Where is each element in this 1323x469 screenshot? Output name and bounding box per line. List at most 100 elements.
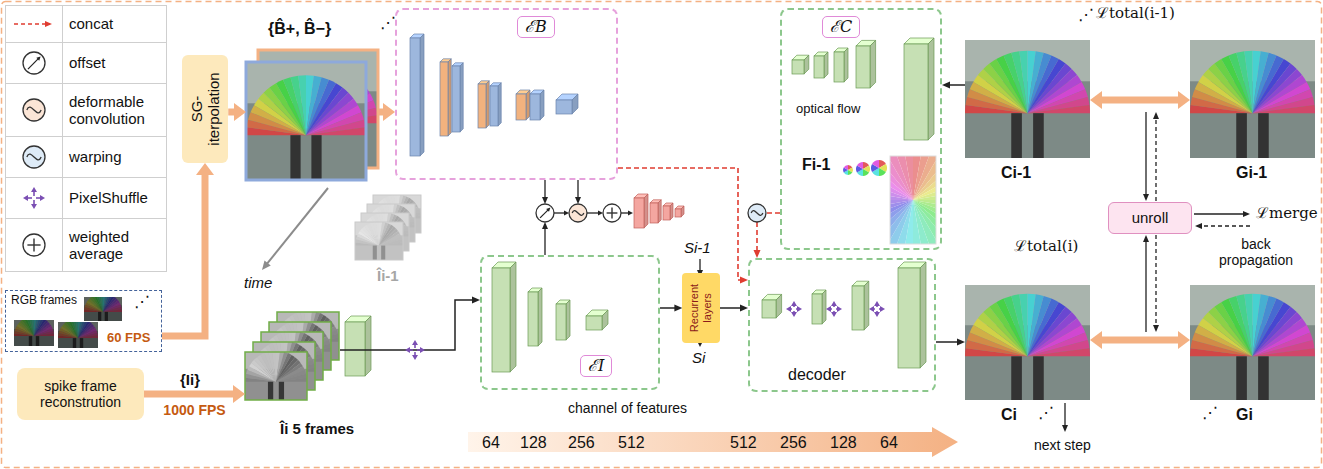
arrowhead: [1178, 91, 1190, 109]
feature-block-front: [490, 86, 498, 126]
connector: [340, 297, 480, 351]
arrowhead: [1153, 112, 1159, 119]
person-leg: [1011, 356, 1022, 400]
person-leg: [1258, 356, 1269, 400]
umbrella-panel: [1236, 51, 1252, 113]
flow-icon: [848, 170, 852, 175]
feature-block-side: [776, 294, 782, 318]
flow-frame: [890, 156, 936, 244]
umbrella-panel: [96, 297, 103, 312]
legend-divider: [62, 219, 63, 271]
arrowhead: [874, 312, 880, 317]
feature-block-side: [526, 90, 530, 120]
flow-icon: [872, 160, 879, 168]
legend-text: concat: [69, 15, 162, 32]
arrowhead: [1178, 331, 1190, 349]
umbrella-panel: [1253, 340, 1315, 356]
umbrella-panel: [78, 330, 97, 338]
feature-block-side: [486, 81, 489, 128]
feature-block: [792, 55, 809, 74]
feature-block-front: [528, 292, 538, 346]
person-leg: [279, 382, 284, 400]
node-label: Recurrent layers: [688, 279, 713, 337]
umbrella-panel: [306, 127, 366, 135]
state-label: Si-1: [684, 239, 711, 256]
node-label: Îi-1: [377, 267, 399, 284]
connector: [720, 305, 748, 312]
connector: [1090, 331, 1190, 349]
legend-sample: [6, 178, 62, 218]
legend-text: PixelShuffle: [69, 189, 162, 206]
person-leg: [105, 312, 108, 321]
arrow-line: [621, 212, 629, 213]
wavg-symbol: [23, 234, 45, 256]
person-leg: [1258, 113, 1269, 158]
connector-line: [720, 307, 742, 309]
umbrella-panel: [34, 331, 54, 336]
person-leg: [268, 382, 273, 400]
arrow-line: [540, 210, 548, 218]
flow-icon: [863, 169, 869, 176]
arrowhead: [791, 312, 797, 317]
arrowhead: [405, 347, 410, 353]
node-label: unroll: [1132, 209, 1169, 226]
person-leg: [36, 336, 39, 346]
feature-block-front: [440, 62, 448, 136]
photo-ground: [246, 62, 366, 180]
arrowhead: [472, 297, 480, 304]
arrow-line: [1155, 118, 1156, 201]
image: Ci-1: [965, 40, 1090, 158]
feature-block-side: [644, 194, 648, 228]
warp-symbol: [23, 146, 45, 168]
feature-block-side: [460, 63, 463, 132]
arrowhead: [31, 204, 37, 209]
feature-block: [650, 200, 661, 223]
feature-block: [675, 206, 684, 217]
feature-block-side: [510, 262, 516, 372]
feature-block: [556, 94, 578, 114]
umbrella-panel: [78, 333, 98, 338]
photo-ground: [965, 285, 1090, 400]
arrowhead: [791, 301, 797, 306]
arrowhead: [786, 306, 791, 312]
umbrella-panel: [1011, 294, 1027, 356]
arrowhead: [546, 208, 550, 212]
legend-sample: [6, 6, 62, 42]
image: Gi-1: [1190, 40, 1315, 158]
umbrella-panel: [1253, 105, 1316, 113]
photo-ground: [1190, 285, 1315, 400]
loss-label: ℒtotal(i): [1014, 238, 1078, 255]
feature-block-side: [681, 206, 684, 217]
arrow-line: [544, 180, 545, 198]
plus-bar: [33, 238, 34, 251]
umbrella-panel: [34, 328, 53, 336]
legend-sample: [6, 219, 62, 271]
umbrella-panel: [1028, 97, 1090, 113]
feature-block: [556, 300, 570, 340]
person-leg: [1033, 113, 1044, 158]
legend-row: offset: [6, 42, 166, 83]
arrow-line: [587, 212, 599, 213]
node-label: Ci: [1001, 406, 1017, 424]
feature-block-front: [556, 100, 572, 114]
legend-row: warping: [6, 136, 166, 177]
flow-icon: [857, 162, 863, 169]
umbrella-panel: [103, 305, 121, 312]
legend-text: warping: [69, 148, 162, 165]
image: Gi: [1190, 285, 1315, 400]
offset-symbol: [23, 52, 45, 74]
arrowhead: [1143, 194, 1149, 201]
arrowhead: [831, 312, 837, 317]
feature-block-side: [658, 200, 661, 223]
feature-block-side: [864, 281, 869, 330]
arrowhead: [826, 306, 831, 312]
arrow-line: [699, 259, 700, 271]
umbrella-panel: [379, 239, 403, 245]
note-label: back propagation: [1206, 236, 1306, 268]
feature-block: [663, 203, 673, 220]
umbrella-panel: [1011, 51, 1027, 113]
connector-line: [162, 173, 205, 336]
deform-symbol: [23, 99, 45, 121]
